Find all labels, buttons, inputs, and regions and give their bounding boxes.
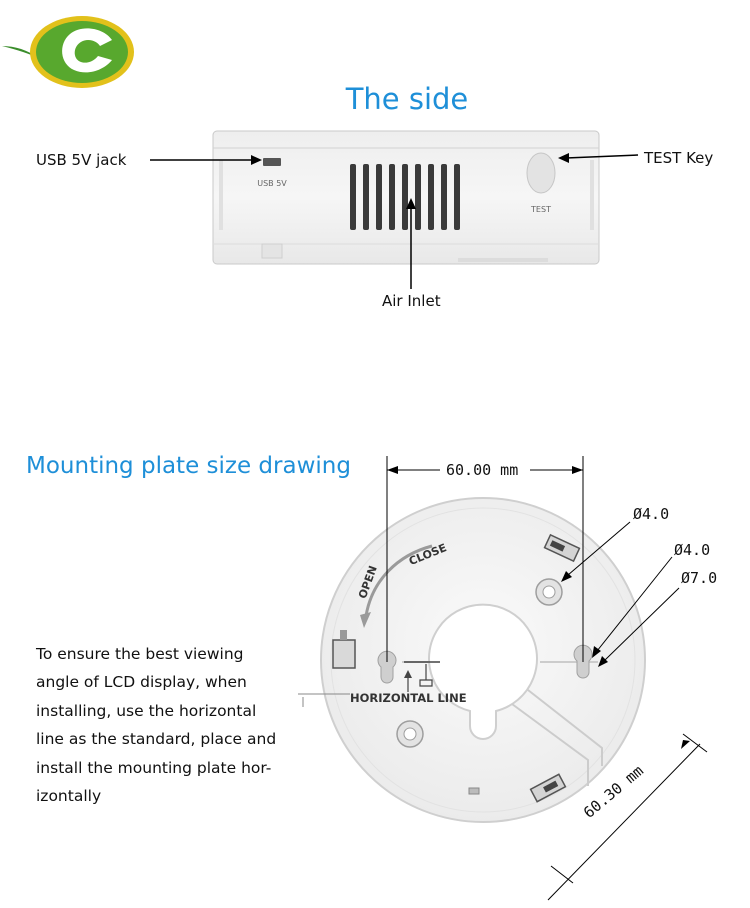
instruction-line: To ensure the best viewing	[36, 645, 244, 663]
instruction-line: installing, use the horizontal	[36, 701, 257, 720]
test-key-button	[526, 152, 556, 194]
level-arrow-icon	[419, 664, 433, 687]
test-key-marking: TEST	[530, 205, 551, 214]
bottom-screw-hole-center	[403, 727, 417, 741]
device-left-ridge	[219, 160, 223, 230]
mounting-plate-drawing	[298, 456, 708, 901]
hole-diameter-label-a: Ø4.0	[633, 505, 670, 523]
device-right-ridge	[590, 160, 594, 230]
side-callout-arrows	[150, 153, 639, 289]
left-clip-tab	[340, 630, 347, 640]
rotation-arrow-head	[360, 612, 371, 628]
device-bottom-strip	[458, 258, 548, 262]
installation-instruction: To ensure the best viewing angle of LCD …	[36, 640, 316, 810]
instruction-line: line as the standard, place and	[36, 730, 277, 749]
left-clip	[332, 639, 356, 669]
dimension-lines	[386, 456, 708, 901]
horizontal-line-label: HORIZONTAL LINE	[350, 691, 467, 705]
width-dimension-label: 60.00 mm	[446, 461, 519, 479]
hole-diameter-label-c: Ø7.0	[681, 569, 718, 587]
mounting-section-title: Mounting plate size drawing	[26, 453, 351, 479]
bottom-right-clip	[529, 773, 567, 803]
rotation-arrow	[364, 544, 433, 617]
logo-letter-c	[62, 28, 112, 73]
top-right-clip	[543, 533, 581, 563]
left-keyhole	[377, 650, 397, 684]
hole-diameter-label-b: Ø4.0	[674, 541, 711, 559]
bottom-notch	[468, 787, 480, 795]
device-bottom-tab	[261, 243, 283, 259]
top-screw-hole-center	[542, 585, 556, 599]
plate-inner-rim	[330, 507, 636, 813]
usb-jack-label: USB 5V jack	[36, 151, 127, 169]
company-logo	[2, 16, 134, 88]
instruction-line: angle of LCD display, when	[36, 673, 247, 692]
instruction-line: izontally	[36, 787, 102, 806]
air-vent-slots	[350, 164, 460, 230]
usb-port	[263, 158, 281, 166]
usb-port-marking: USB 5V	[257, 179, 287, 188]
side-section-title: The side	[345, 82, 469, 116]
instruction-line: install the mounting plate hor-	[36, 758, 272, 777]
level-tick-arrow	[404, 670, 412, 678]
device-side-view: USB 5V TEST	[150, 130, 639, 289]
center-cutout	[428, 603, 538, 740]
test-key-label: TEST Key	[644, 149, 714, 167]
air-inlet-label: Air Inlet	[382, 292, 441, 310]
